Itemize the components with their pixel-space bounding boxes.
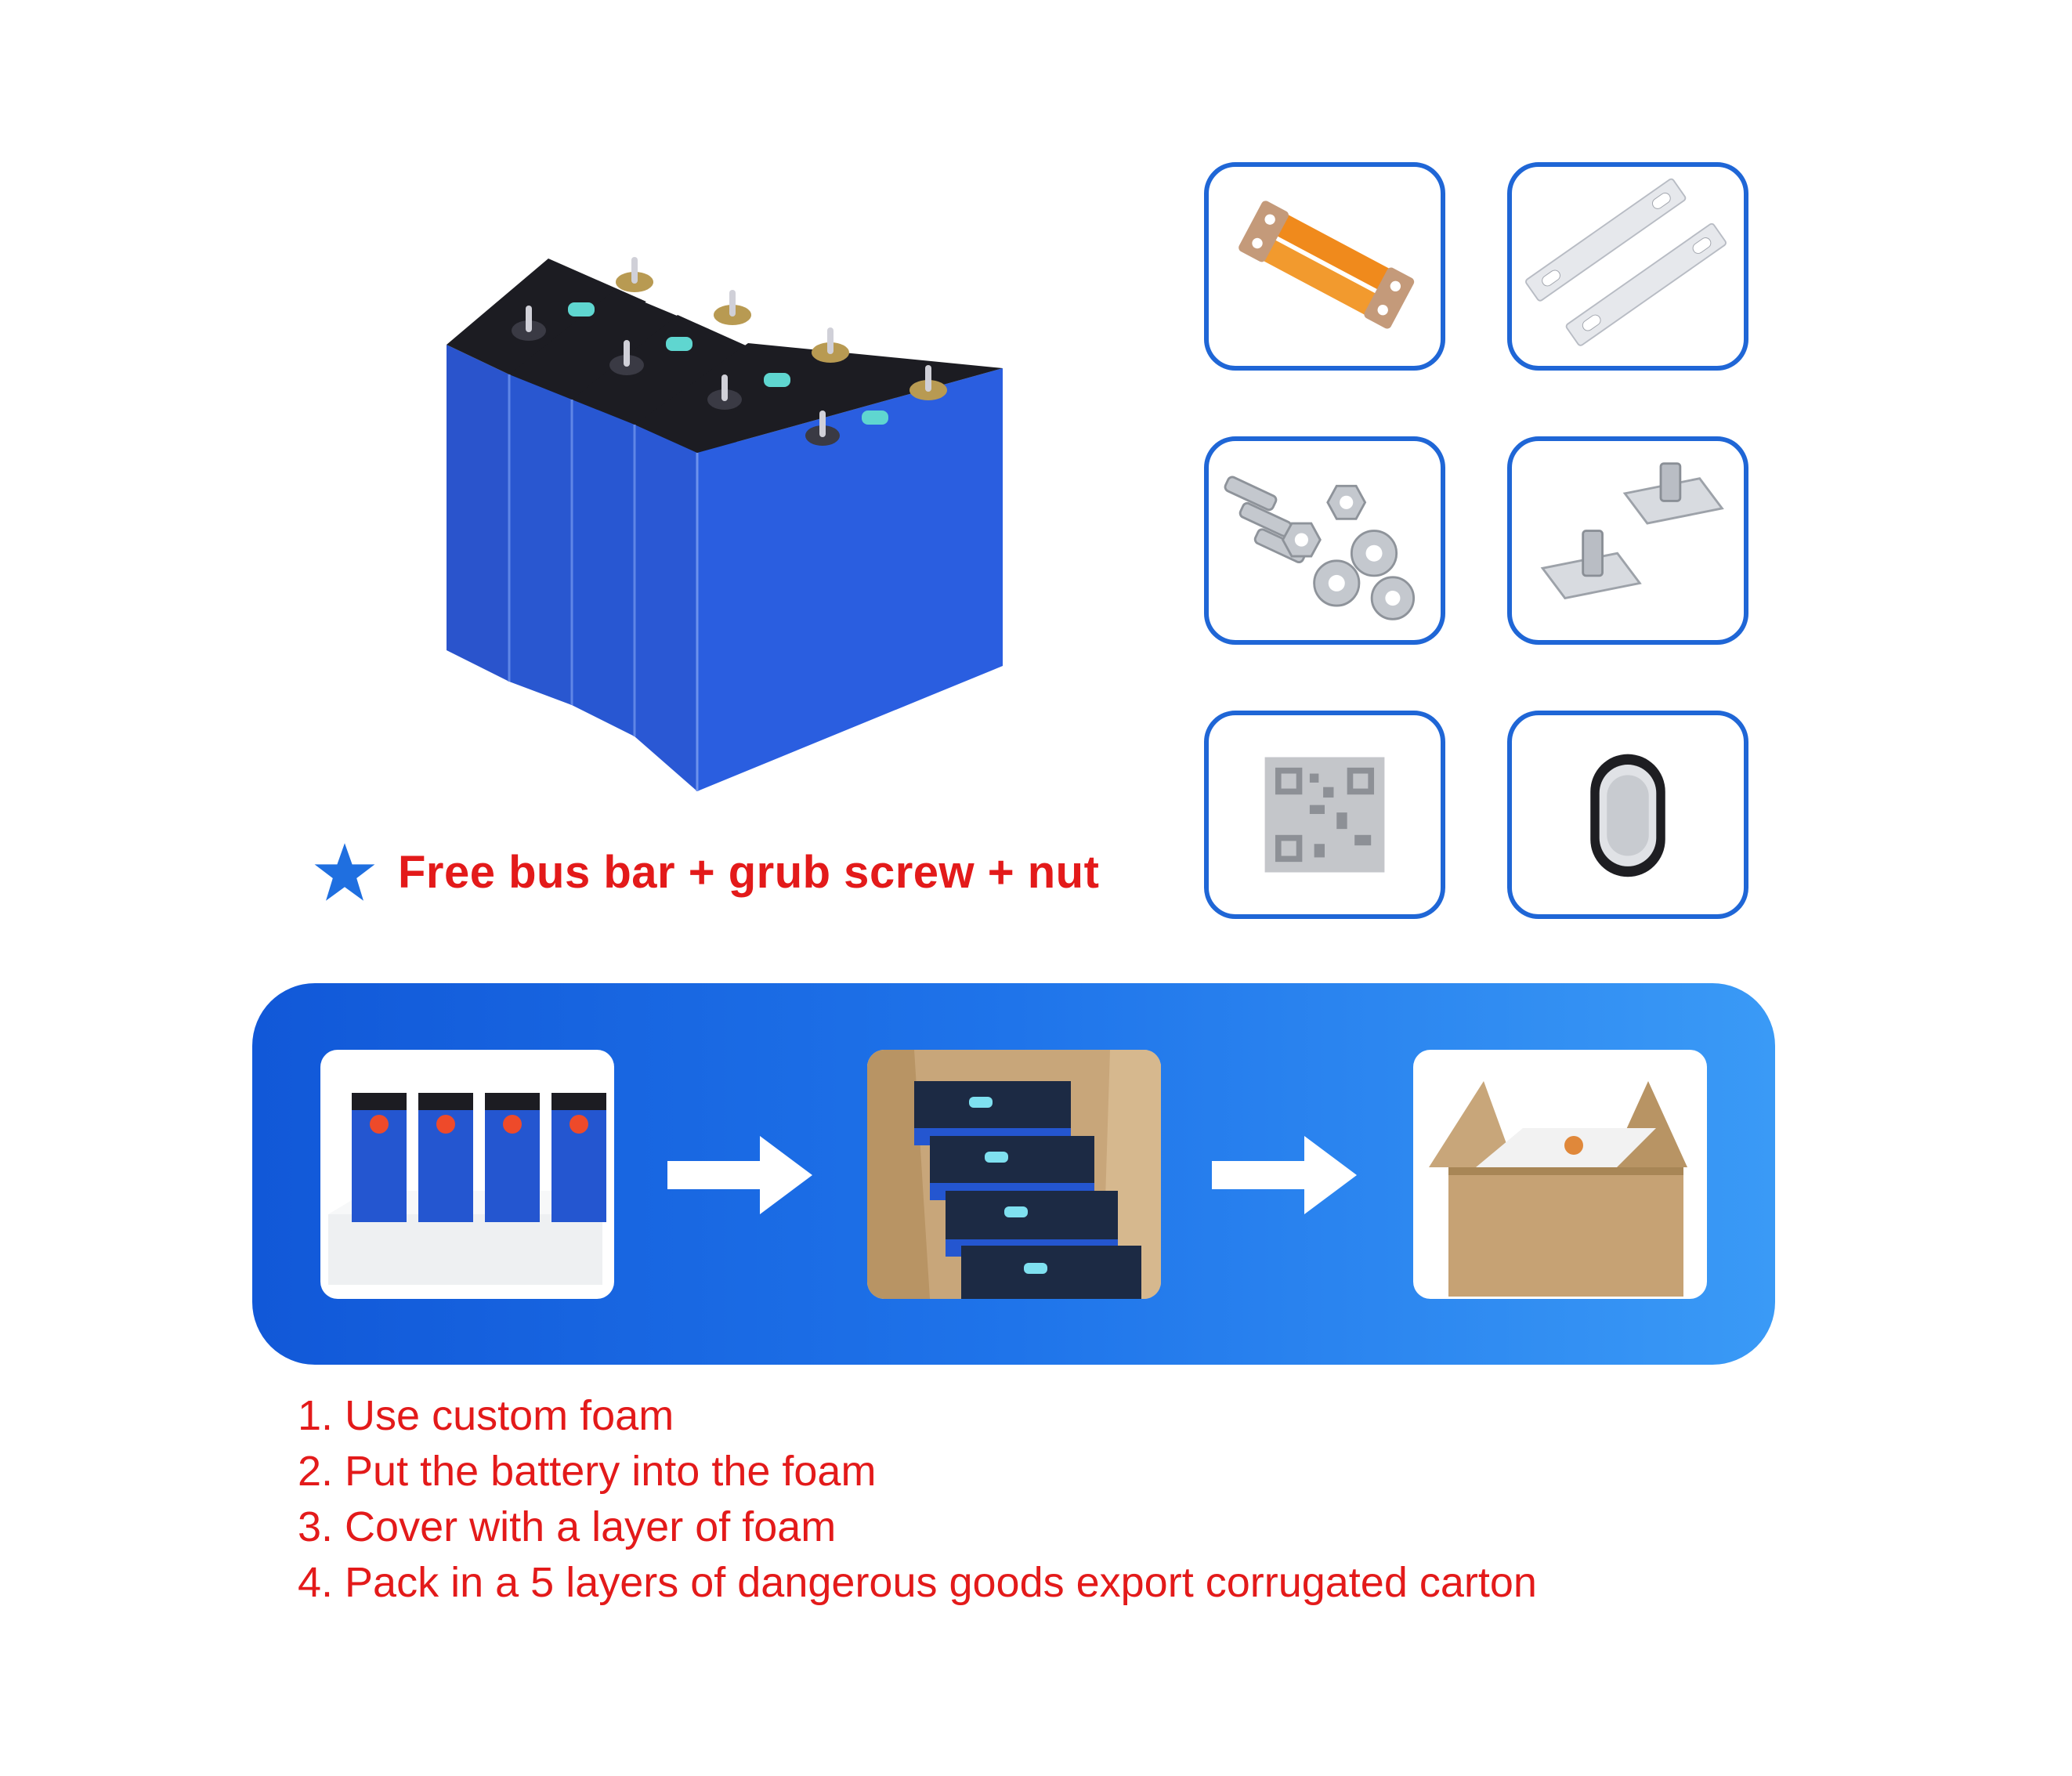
packing-step-carton bbox=[867, 1050, 1161, 1299]
plate-icon bbox=[1525, 178, 1727, 346]
packing-step-sealed-carton bbox=[1413, 1050, 1707, 1299]
list-item: 1. Use custom foam bbox=[298, 1392, 674, 1439]
foam-icon bbox=[328, 1093, 606, 1285]
list-item: 3. Cover with a layer of foam bbox=[298, 1503, 837, 1550]
battery-icon bbox=[447, 257, 1003, 791]
accessory-tile-bus-bar bbox=[1204, 162, 1445, 371]
accessory-tile-aluminum-bar bbox=[1507, 162, 1748, 371]
accessory-tile-qr-label bbox=[1204, 711, 1445, 919]
promo-line: Free bus bar + grub screw + nut bbox=[313, 837, 1099, 907]
battery-pack-image bbox=[439, 243, 1034, 807]
packing-banner bbox=[252, 983, 1775, 1365]
qr-icon bbox=[1264, 757, 1385, 873]
accessory-tile-studs bbox=[1507, 436, 1748, 645]
screw-icon bbox=[1224, 476, 1416, 620]
list-item: 2. Put the battery into the foam bbox=[298, 1448, 877, 1495]
vent-icon bbox=[1590, 754, 1665, 877]
carton-open-icon bbox=[867, 1050, 1161, 1299]
packing-step-foam bbox=[320, 1050, 614, 1299]
arrow-right-icon bbox=[667, 1136, 812, 1214]
accessory-tile-screws bbox=[1204, 436, 1445, 645]
promo-text: Free bus bar + grub screw + nut bbox=[398, 846, 1100, 898]
arrow-right-icon bbox=[1212, 1136, 1357, 1214]
packing-steps-list: 1. Use custom foam 2. Put the battery in… bbox=[298, 1388, 1537, 1611]
carton-icon bbox=[1429, 1081, 1687, 1297]
stud-icon bbox=[1540, 462, 1724, 600]
list-item: 4. Pack in a 5 layers of dangerous goods… bbox=[298, 1559, 1537, 1606]
star-icon bbox=[314, 843, 375, 901]
bus-bar-icon bbox=[1238, 201, 1415, 329]
accessory-tile-vent-cover bbox=[1507, 711, 1748, 919]
